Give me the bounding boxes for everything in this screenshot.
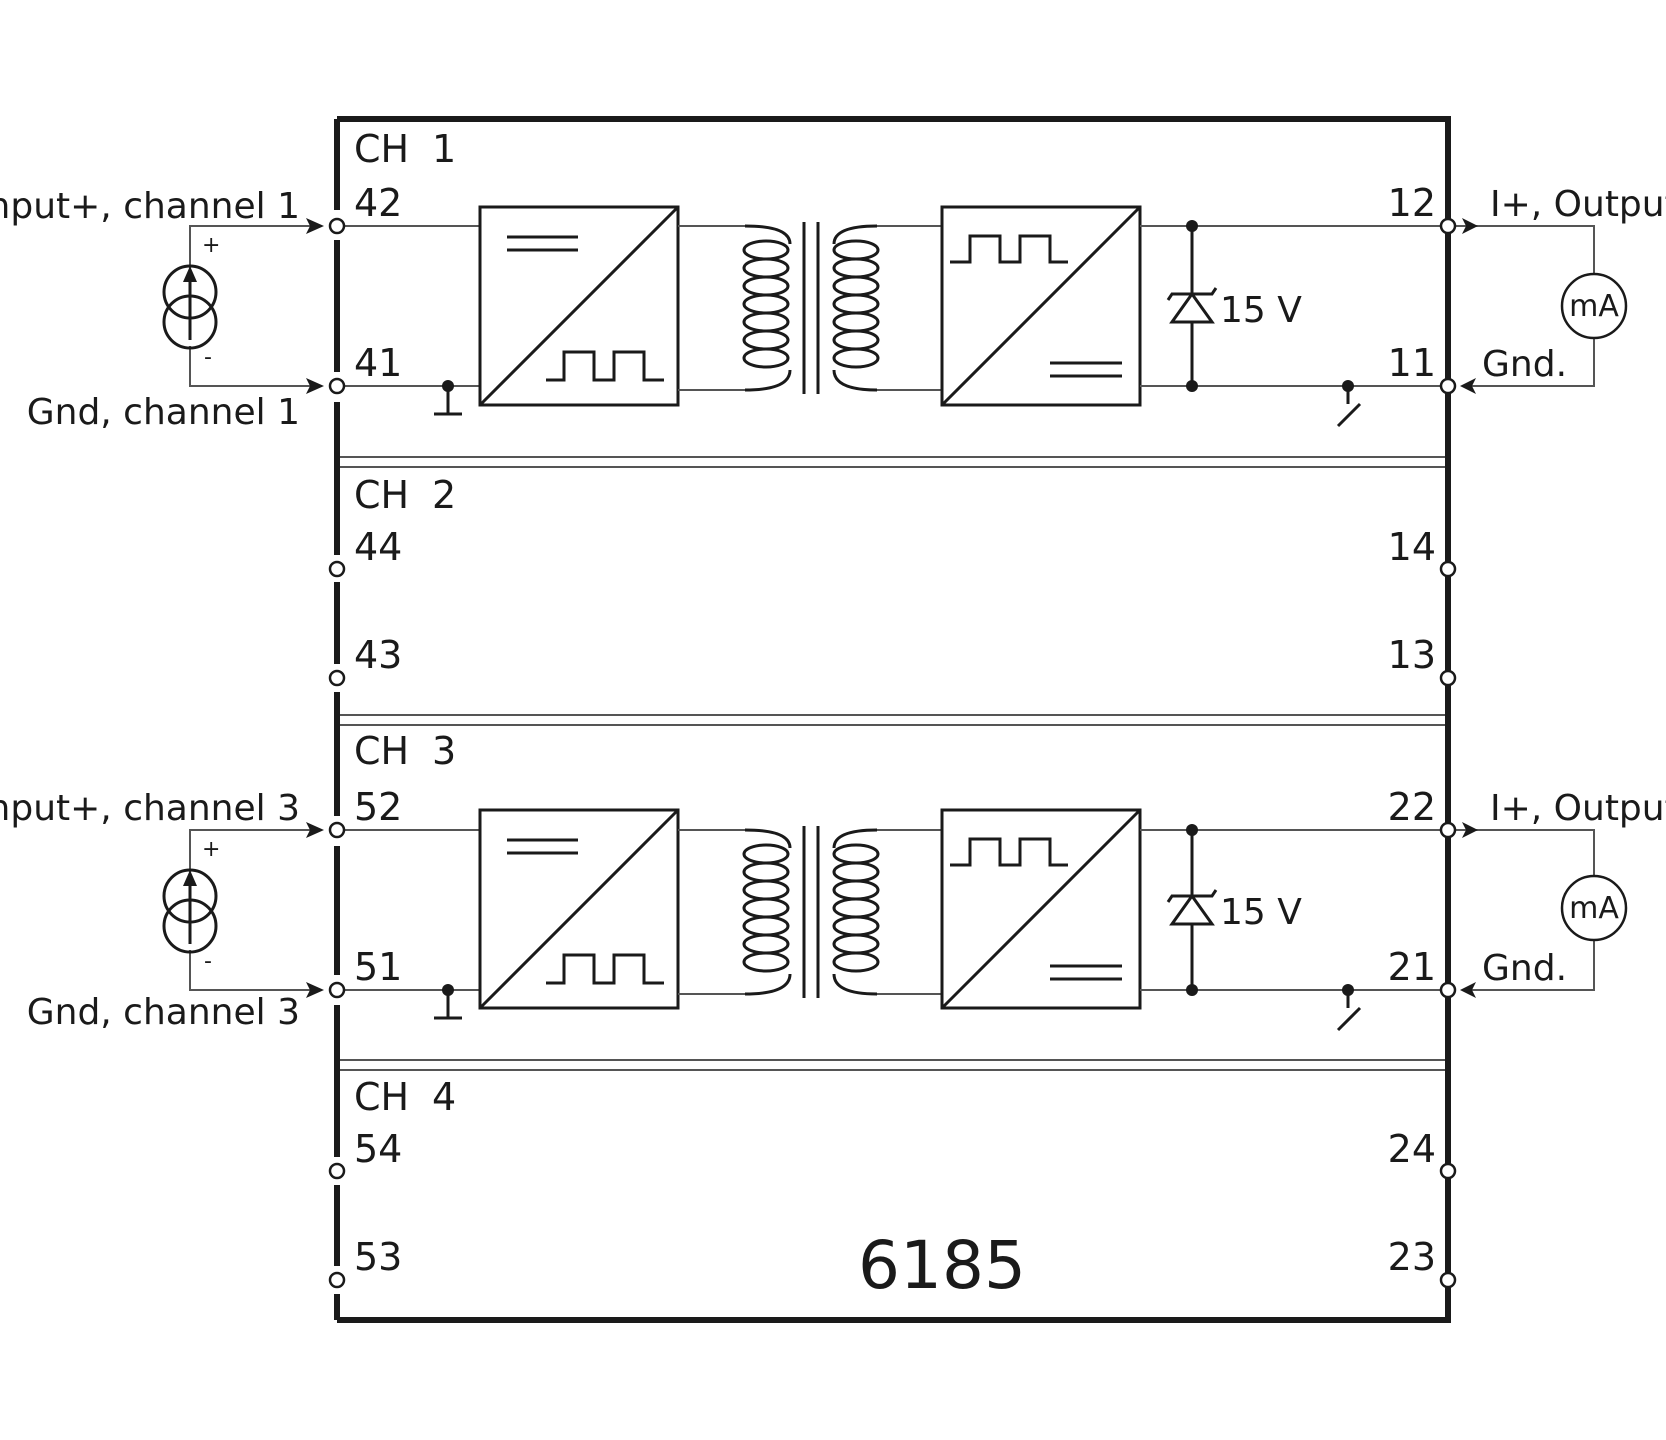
pin-11: 11	[1388, 341, 1436, 385]
pin-23: 23	[1388, 1235, 1436, 1279]
plus-sign-ch3: +	[202, 837, 220, 862]
channel-3: CH 3 52 51 22 21 Input+, channel 3 Gnd, …	[0, 729, 1666, 1033]
switch-icon-ch3	[1336, 984, 1362, 1032]
terminal-44[interactable]	[328, 560, 346, 578]
channel-2-name: CH	[354, 473, 409, 517]
plus-sign-ch1: +	[202, 233, 220, 258]
pin-14: 14	[1388, 525, 1436, 569]
pin-44: 44	[354, 525, 402, 569]
channel-2: CH 2 44 43 14 13	[328, 473, 1457, 687]
terminal-54[interactable]	[328, 1162, 346, 1180]
output-gnd-label-ch1: Gnd.	[1482, 344, 1567, 385]
ammeter-icon-ch3: mA	[1560, 874, 1628, 942]
channel-4-number: 4	[432, 1075, 456, 1119]
zener-diode-ch1	[1166, 220, 1218, 392]
transformer-ch3	[742, 826, 880, 998]
terminal-21[interactable]	[1439, 981, 1457, 999]
transformer-ch1	[742, 222, 880, 394]
pin-51: 51	[354, 945, 402, 989]
ground-symbol-ch1	[434, 380, 462, 416]
zener-diode-ch3	[1166, 824, 1218, 996]
zener-voltage-ch3: 15 V	[1220, 892, 1302, 933]
terminal-43[interactable]	[328, 669, 346, 687]
terminal-52[interactable]	[328, 821, 346, 839]
ammeter-label-ch3: mA	[1569, 891, 1619, 926]
ammeter-icon-ch1: mA	[1560, 272, 1628, 340]
input-plus-label-ch1: Input+, channel 1	[0, 186, 300, 227]
model-number: 6185	[858, 1227, 1026, 1304]
output-plus-label-ch1: I+, Output	[1490, 184, 1666, 225]
channel-4: CH 4 54 53 24 23	[328, 1075, 1457, 1289]
pin-54: 54	[354, 1127, 402, 1171]
pin-22: 22	[1388, 785, 1436, 829]
pin-52: 52	[354, 785, 402, 829]
channel-2-number: 2	[432, 473, 456, 517]
pulse-to-dc-converter-ch3	[940, 808, 1142, 1010]
dc-to-pulse-converter-ch3	[478, 808, 680, 1010]
zener-voltage-ch1: 15 V	[1220, 290, 1302, 331]
pulse-to-dc-converter-ch1	[940, 205, 1142, 407]
terminal-24[interactable]	[1439, 1162, 1457, 1180]
input-plus-label-ch3: Input+, channel 3	[0, 788, 300, 829]
pin-13: 13	[1388, 633, 1436, 677]
terminal-53[interactable]	[328, 1271, 346, 1289]
terminal-14[interactable]	[1439, 560, 1457, 578]
pin-53: 53	[354, 1235, 402, 1279]
input-gnd-label-ch3: Gnd, channel 3	[27, 992, 300, 1033]
current-source-icon	[162, 868, 218, 954]
output-plus-label-ch3: I+, Output	[1490, 788, 1666, 829]
pin-41: 41	[354, 341, 402, 385]
terminal-22[interactable]	[1439, 821, 1457, 839]
terminal-41[interactable]	[328, 377, 346, 395]
dc-to-pulse-converter-ch1	[478, 205, 680, 407]
channel-1: CH 1 42 41 12 11 Input+, channel 1 Gnd, …	[0, 127, 1666, 433]
pin-42: 42	[354, 181, 402, 225]
pin-12: 12	[1388, 181, 1436, 225]
pin-43: 43	[354, 633, 402, 677]
channel-3-name: CH	[354, 729, 409, 773]
channel-separators	[340, 456, 1445, 1071]
minus-sign-ch3: -	[204, 949, 212, 974]
ground-symbol-ch3	[434, 984, 462, 1020]
terminal-42[interactable]	[328, 217, 346, 235]
current-source-icon	[162, 264, 218, 350]
minus-sign-ch1: -	[204, 345, 212, 370]
terminal-11[interactable]	[1439, 377, 1457, 395]
ammeter-label-ch1: mA	[1569, 289, 1619, 324]
terminal-13[interactable]	[1439, 669, 1457, 687]
terminal-51[interactable]	[328, 981, 346, 999]
pin-21: 21	[1388, 945, 1436, 989]
terminal-12[interactable]	[1439, 217, 1457, 235]
switch-icon-ch1	[1336, 380, 1362, 428]
channel-3-number: 3	[432, 729, 456, 773]
output-gnd-label-ch3: Gnd.	[1482, 948, 1567, 989]
channel-4-name: CH	[354, 1075, 409, 1119]
channel-1-number: 1	[432, 127, 456, 171]
module-frame	[337, 116, 1451, 1323]
channel-1-name: CH	[354, 127, 409, 171]
pin-24: 24	[1388, 1127, 1436, 1171]
input-gnd-label-ch1: Gnd, channel 1	[27, 392, 300, 433]
terminal-23[interactable]	[1439, 1271, 1457, 1289]
